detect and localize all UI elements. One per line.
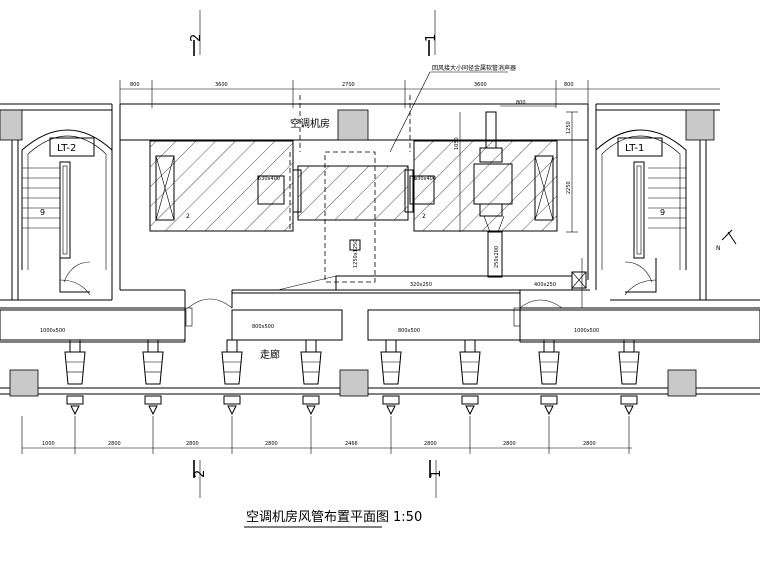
unit-number-right: 2 [422, 213, 426, 220]
dim-top-5: 800 [564, 82, 574, 88]
central-duct: 630x400 630x400 1250x1250 [257, 95, 436, 283]
duct-size-j: 1000x500 [574, 328, 599, 334]
diffuser-1 [64, 339, 86, 416]
corridor-label: 走廊 [260, 348, 280, 361]
section-mark-top-right: 1 [424, 34, 439, 42]
air-handling-unit-left: 2 [149, 140, 294, 232]
dim-bottom-7: 2800 [503, 441, 516, 447]
svg-text:9: 9 [40, 208, 45, 217]
dim-bottom-4: 2800 [265, 441, 278, 447]
diffuser-7 [538, 339, 560, 416]
supply-fan-assembly: 250x200 1250 2250 1050 800 [454, 100, 578, 278]
dim-top-2: 3600 [215, 82, 228, 88]
duct-size-g: 1000x500 [40, 328, 65, 334]
duct-size-d: 250x200 [494, 246, 500, 268]
dim-bottom-1: 1000 [42, 441, 55, 447]
room-label: 空调机房 [290, 117, 330, 130]
supply-duct-horizontal: 320x250 400x250 [277, 258, 587, 308]
section-mark-bottom-right: 1 [429, 470, 444, 478]
dim-bottom-8: 2800 [583, 441, 596, 447]
top-dimension-line: 800 3600 2700 3600 800 [119, 80, 720, 108]
stair-label-left: LT-2 [57, 143, 76, 154]
annotation-leader: 回风接大小同径金属软管消声器 [389, 64, 516, 153]
annotation-text: 回风接大小同径金属软管消声器 [432, 64, 516, 72]
bottom-dimension-line: 1000 2800 2800 2800 2466 2800 2800 2800 [21, 416, 632, 454]
diffuser-5 [380, 339, 402, 416]
diffuser-6 [459, 339, 481, 416]
dim-top-1: 800 [130, 82, 140, 88]
diffuser-8 [618, 339, 640, 416]
duct-size-c: 1250x1250 [353, 240, 359, 268]
section-mark-bottom-left: 2 [193, 470, 208, 478]
dim-bottom-2: 2800 [108, 441, 121, 447]
section-mark-top-left: 2 [189, 34, 204, 42]
north-arrow-icon: N [716, 229, 737, 252]
svg-text:9: 9 [660, 208, 665, 217]
corridor-ducts: 1000x500 800x500 800x500 1000x500 [0, 298, 760, 341]
north-arrow-label: N [716, 245, 721, 252]
section-marks: 2 1 2 1 [189, 10, 444, 498]
diffuser-2 [142, 339, 164, 416]
columns [0, 109, 715, 397]
staircase-right: LT-1 9 [595, 129, 687, 296]
dim-bottom-6: 2800 [424, 441, 437, 447]
dim-bottom-3: 2800 [186, 441, 199, 447]
dim-right-top: 800 [516, 100, 526, 106]
unit-number-left: 2 [186, 213, 190, 220]
duct-size-b: 630x400 [414, 176, 436, 182]
diffuser-3 [221, 339, 243, 416]
dim-vertical-1: 1250 [566, 121, 572, 134]
dim-top-3: 2700 [342, 82, 355, 88]
duct-size-i: 800x500 [398, 328, 420, 334]
dim-top-4: 3600 [474, 82, 487, 88]
dim-vertical-2: 2250 [566, 181, 572, 194]
building-walls [0, 103, 760, 395]
dim-vertical-3: 1050 [454, 137, 460, 150]
diffuser-4 [300, 339, 322, 416]
air-handling-unit-right: 2 [413, 140, 558, 232]
duct-size-a: 630x400 [258, 176, 280, 182]
supply-diffusers [64, 339, 640, 416]
duct-size-f: 400x250 [534, 282, 556, 288]
duct-size-e: 320x250 [410, 282, 432, 288]
duct-size-h: 800x500 [252, 324, 274, 330]
dim-bottom-5: 2466 [345, 441, 358, 447]
stair-label-right: LT-1 [625, 143, 644, 154]
staircase-left: LT-2 9 [21, 129, 113, 296]
